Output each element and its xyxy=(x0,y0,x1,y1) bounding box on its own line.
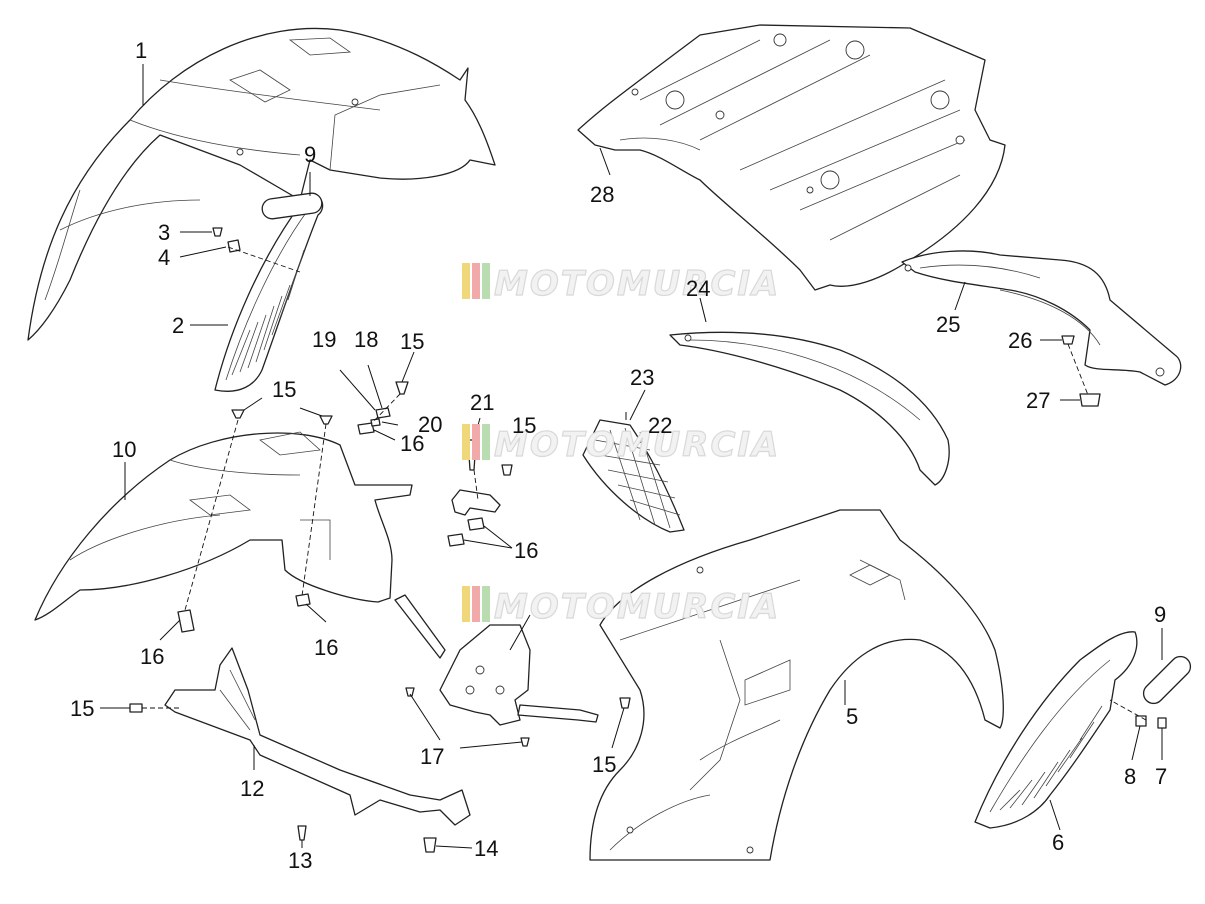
part-1-upper-mudguard xyxy=(27,27,496,341)
callout-16a: 16 xyxy=(400,431,424,456)
part-3-4-screws xyxy=(212,227,241,253)
leader-lines xyxy=(100,64,1163,849)
callout-1: 1 xyxy=(135,38,147,63)
callout-24: 24 xyxy=(686,276,710,301)
callout-15b: 15 xyxy=(272,377,296,402)
part-16-clips xyxy=(177,422,485,633)
part-9-right-pad xyxy=(1142,655,1192,705)
part-15-screws xyxy=(129,381,631,713)
callout-5: 5 xyxy=(846,704,858,729)
part-5-rear-mudguard xyxy=(589,509,1004,861)
callout-15d: 15 xyxy=(70,696,94,721)
callout-19: 19 xyxy=(312,327,336,352)
svg-text:MOTOMURCIA: MOTOMURCIA xyxy=(494,425,780,465)
part-26-27-fasteners xyxy=(1061,335,1101,407)
callout-2: 2 xyxy=(172,313,184,338)
callout-15c: 15 xyxy=(512,413,536,438)
part-24-curved-trim xyxy=(669,331,950,486)
part-17-plate-bracket xyxy=(394,594,599,747)
callout-23: 23 xyxy=(630,365,654,390)
callout-22: 22 xyxy=(648,413,672,438)
callout-9b: 9 xyxy=(1154,602,1166,627)
part-10-lower-mudguard xyxy=(34,431,413,621)
callout-4: 4 xyxy=(158,245,170,270)
callout-16b: 16 xyxy=(514,538,538,563)
callout-6: 6 xyxy=(1052,830,1064,855)
part-9-left-pad xyxy=(261,192,323,220)
part-12-crossbar xyxy=(164,647,471,853)
part-28-top-cover xyxy=(577,24,1006,291)
callout-14: 14 xyxy=(474,836,498,861)
part-2-left-grille xyxy=(214,197,324,392)
watermark-middle: MOTOMURCIA xyxy=(462,424,780,466)
watermark-bottom: MOTOMURCIA xyxy=(462,586,780,628)
callout-13: 13 xyxy=(288,848,312,873)
callout-16d: 16 xyxy=(314,635,338,660)
callout-21: 21 xyxy=(470,390,494,415)
callout-15a: 15 xyxy=(400,329,424,354)
part-25-bracket xyxy=(901,250,1182,386)
callout-17: 17 xyxy=(420,744,444,769)
callout-7: 7 xyxy=(1155,764,1167,789)
callout-12: 12 xyxy=(240,776,264,801)
callout-18: 18 xyxy=(354,327,378,352)
callout-27: 27 xyxy=(1026,388,1050,413)
callout-8: 8 xyxy=(1124,764,1136,789)
part-23-grille-plate xyxy=(582,419,685,533)
part-6-right-grille xyxy=(974,631,1138,829)
callout-3: 3 xyxy=(158,220,170,245)
callout-9a: 9 xyxy=(304,142,316,167)
svg-text:MOTOMURCIA: MOTOMURCIA xyxy=(494,587,780,627)
part-7-8-fasteners xyxy=(1135,715,1167,729)
callout-15e: 15 xyxy=(592,752,616,777)
callout-labels: 1 9 3 4 2 28 24 25 26 27 19 18 15 15 20 … xyxy=(70,38,1167,873)
callout-25: 25 xyxy=(936,312,960,337)
callout-16c: 16 xyxy=(140,644,164,669)
assembly-dashed-lines xyxy=(142,246,1147,721)
callout-28: 28 xyxy=(590,182,614,207)
callout-20: 20 xyxy=(418,412,442,437)
svg-text:MOTOMURCIA: MOTOMURCIA xyxy=(494,264,780,304)
watermark-top: MOTOMURCIA xyxy=(462,263,780,305)
callout-26: 26 xyxy=(1008,328,1032,353)
callout-10: 10 xyxy=(112,437,136,462)
